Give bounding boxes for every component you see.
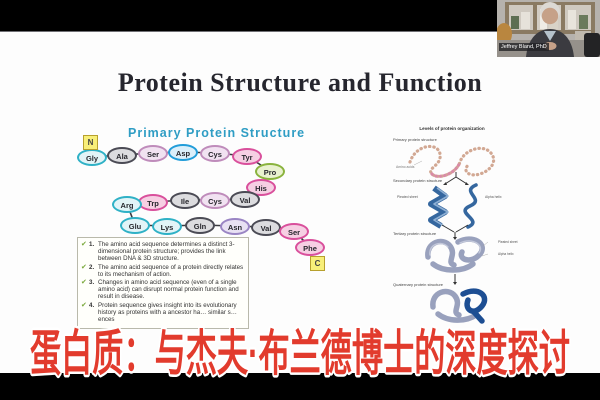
stacked-books [575,31,591,40]
alpha-helix-label: Alpha helix [485,195,502,199]
quaternary-structure-label: Quaternary protein structure [393,282,444,287]
alpha-helix-illustration [463,183,478,229]
checklist-item: ✔ 2. The amino acid sequence of a protei… [81,264,245,278]
quaternary-blob-gray [430,288,479,323]
tertiary-callout-alpha: Alpha helix [498,252,514,256]
chair-back [584,33,600,57]
c-terminus-box: C [310,256,325,271]
bead-chain-illustration [408,144,496,178]
fork-arrows-down [444,172,468,185]
checkmark-icon: ✔ [81,301,87,309]
tertiary-blob-illustration [425,236,485,273]
fork-arrowheads [443,182,469,185]
checklist-item: ✔ 3. Changes in amino acid sequence (eve… [81,279,245,301]
webcam-tile[interactable]: Jeffrey Bland, PhD [497,0,600,57]
primary-structure-heading: Primary Protein Structure [128,126,306,140]
amino-acid-node-val2: Val [251,219,281,236]
amino-acid-node-gln: Gln [185,217,215,234]
levels-of-organization-diagram: Levels of protein organization Primary p… [393,126,518,324]
amino-acid-node-val: Val [230,191,260,208]
checklist-number: 2. [89,263,95,271]
pleated-sheet-illustration [428,185,448,229]
n-terminus-box: N [83,135,98,150]
checklist-text: Protein sequence gives insight into its … [98,301,237,324]
amino-acid-node-ser: Ser [138,145,168,162]
slide-title: Protein Structure and Function [117,68,483,97]
tertiary-callout-pleated: Pleated sheet [498,240,518,244]
quaternary-blob-blue [460,288,488,324]
amino-acid-node-arg: Arg [112,196,142,213]
caption-banner: 蛋白质：与杰夫·布兰德博士的深度探讨 [28,325,573,384]
checklist-number: 4. [89,301,95,309]
secondary-structure-label: Secondary protein structure [393,178,443,183]
tertiary-to-quaternary-arrowhead [453,282,457,285]
amino-acid-node-asn: Asn [220,218,250,235]
amino-acid-node-trp: Trp [138,194,168,211]
tertiary-callout-lines [481,241,489,257]
checklist-text: The amino acid sequence of a protein dir… [98,263,244,278]
primary-structure-label: Primary protein structure [393,137,438,142]
amino-acid-node-lys: Lys [152,218,182,235]
amino-acid-node-ile: Ile [170,192,200,209]
key-points-box: ✔ 1. The amino acid sequence determines … [77,237,249,330]
tertiary-structure-label: Tertiary protein structure [393,231,437,236]
join-arrowhead [453,237,457,240]
levels-title: Levels of protein organization [419,126,485,131]
checkmark-icon: ✔ [81,241,87,248]
checklist-text: Changes in amino acid sequence (even of … [98,279,239,301]
amino-acid-node-glu: Glu [120,217,150,234]
amino-acid-node-phe: Phe [295,239,325,256]
checklist-text: The amino acid sequence determines a dis… [98,241,235,263]
checklist-item: ✔ 4. Protein sequence gives insight into… [81,302,245,324]
checkmark-icon: ✔ [81,263,87,271]
checklist-item: ✔ 1. The amino acid sequence determines … [81,241,245,263]
amino-acid-node-ala: Ala [107,147,137,164]
amino-acids-label: Amino acids [396,165,415,169]
participant-name-badge: Jeffrey Bland, PhD [499,43,549,51]
amino-acid-node-tyr: Tyr [232,148,262,165]
checklist-number: 3. [89,279,95,287]
amino-acid-node-gly: Gly [77,149,107,166]
pleated-sheet-label: Pleated sheet [397,195,418,199]
checklist-number: 1. [89,241,95,248]
bead-chain-accent [430,160,462,178]
amino-acid-node-pro: Pro [255,163,285,180]
amino-acids-pointer [413,160,423,166]
amino-acid-node-ser2: Ser [279,223,309,240]
tertiary-blob-highlight [429,240,482,256]
join-arrows [441,224,469,238]
amino-acid-node-cys2: Cys [200,192,230,209]
amino-acid-node-asp: Asp [168,144,198,161]
pleated-sheet-highlight [433,187,449,227]
caption-text: 蛋白质：与杰夫·布兰德博士的深度探讨 [30,327,570,381]
amino-acid-node-cys: Cys [200,145,230,162]
lamp [497,23,512,45]
checkmark-icon: ✔ [81,279,87,287]
